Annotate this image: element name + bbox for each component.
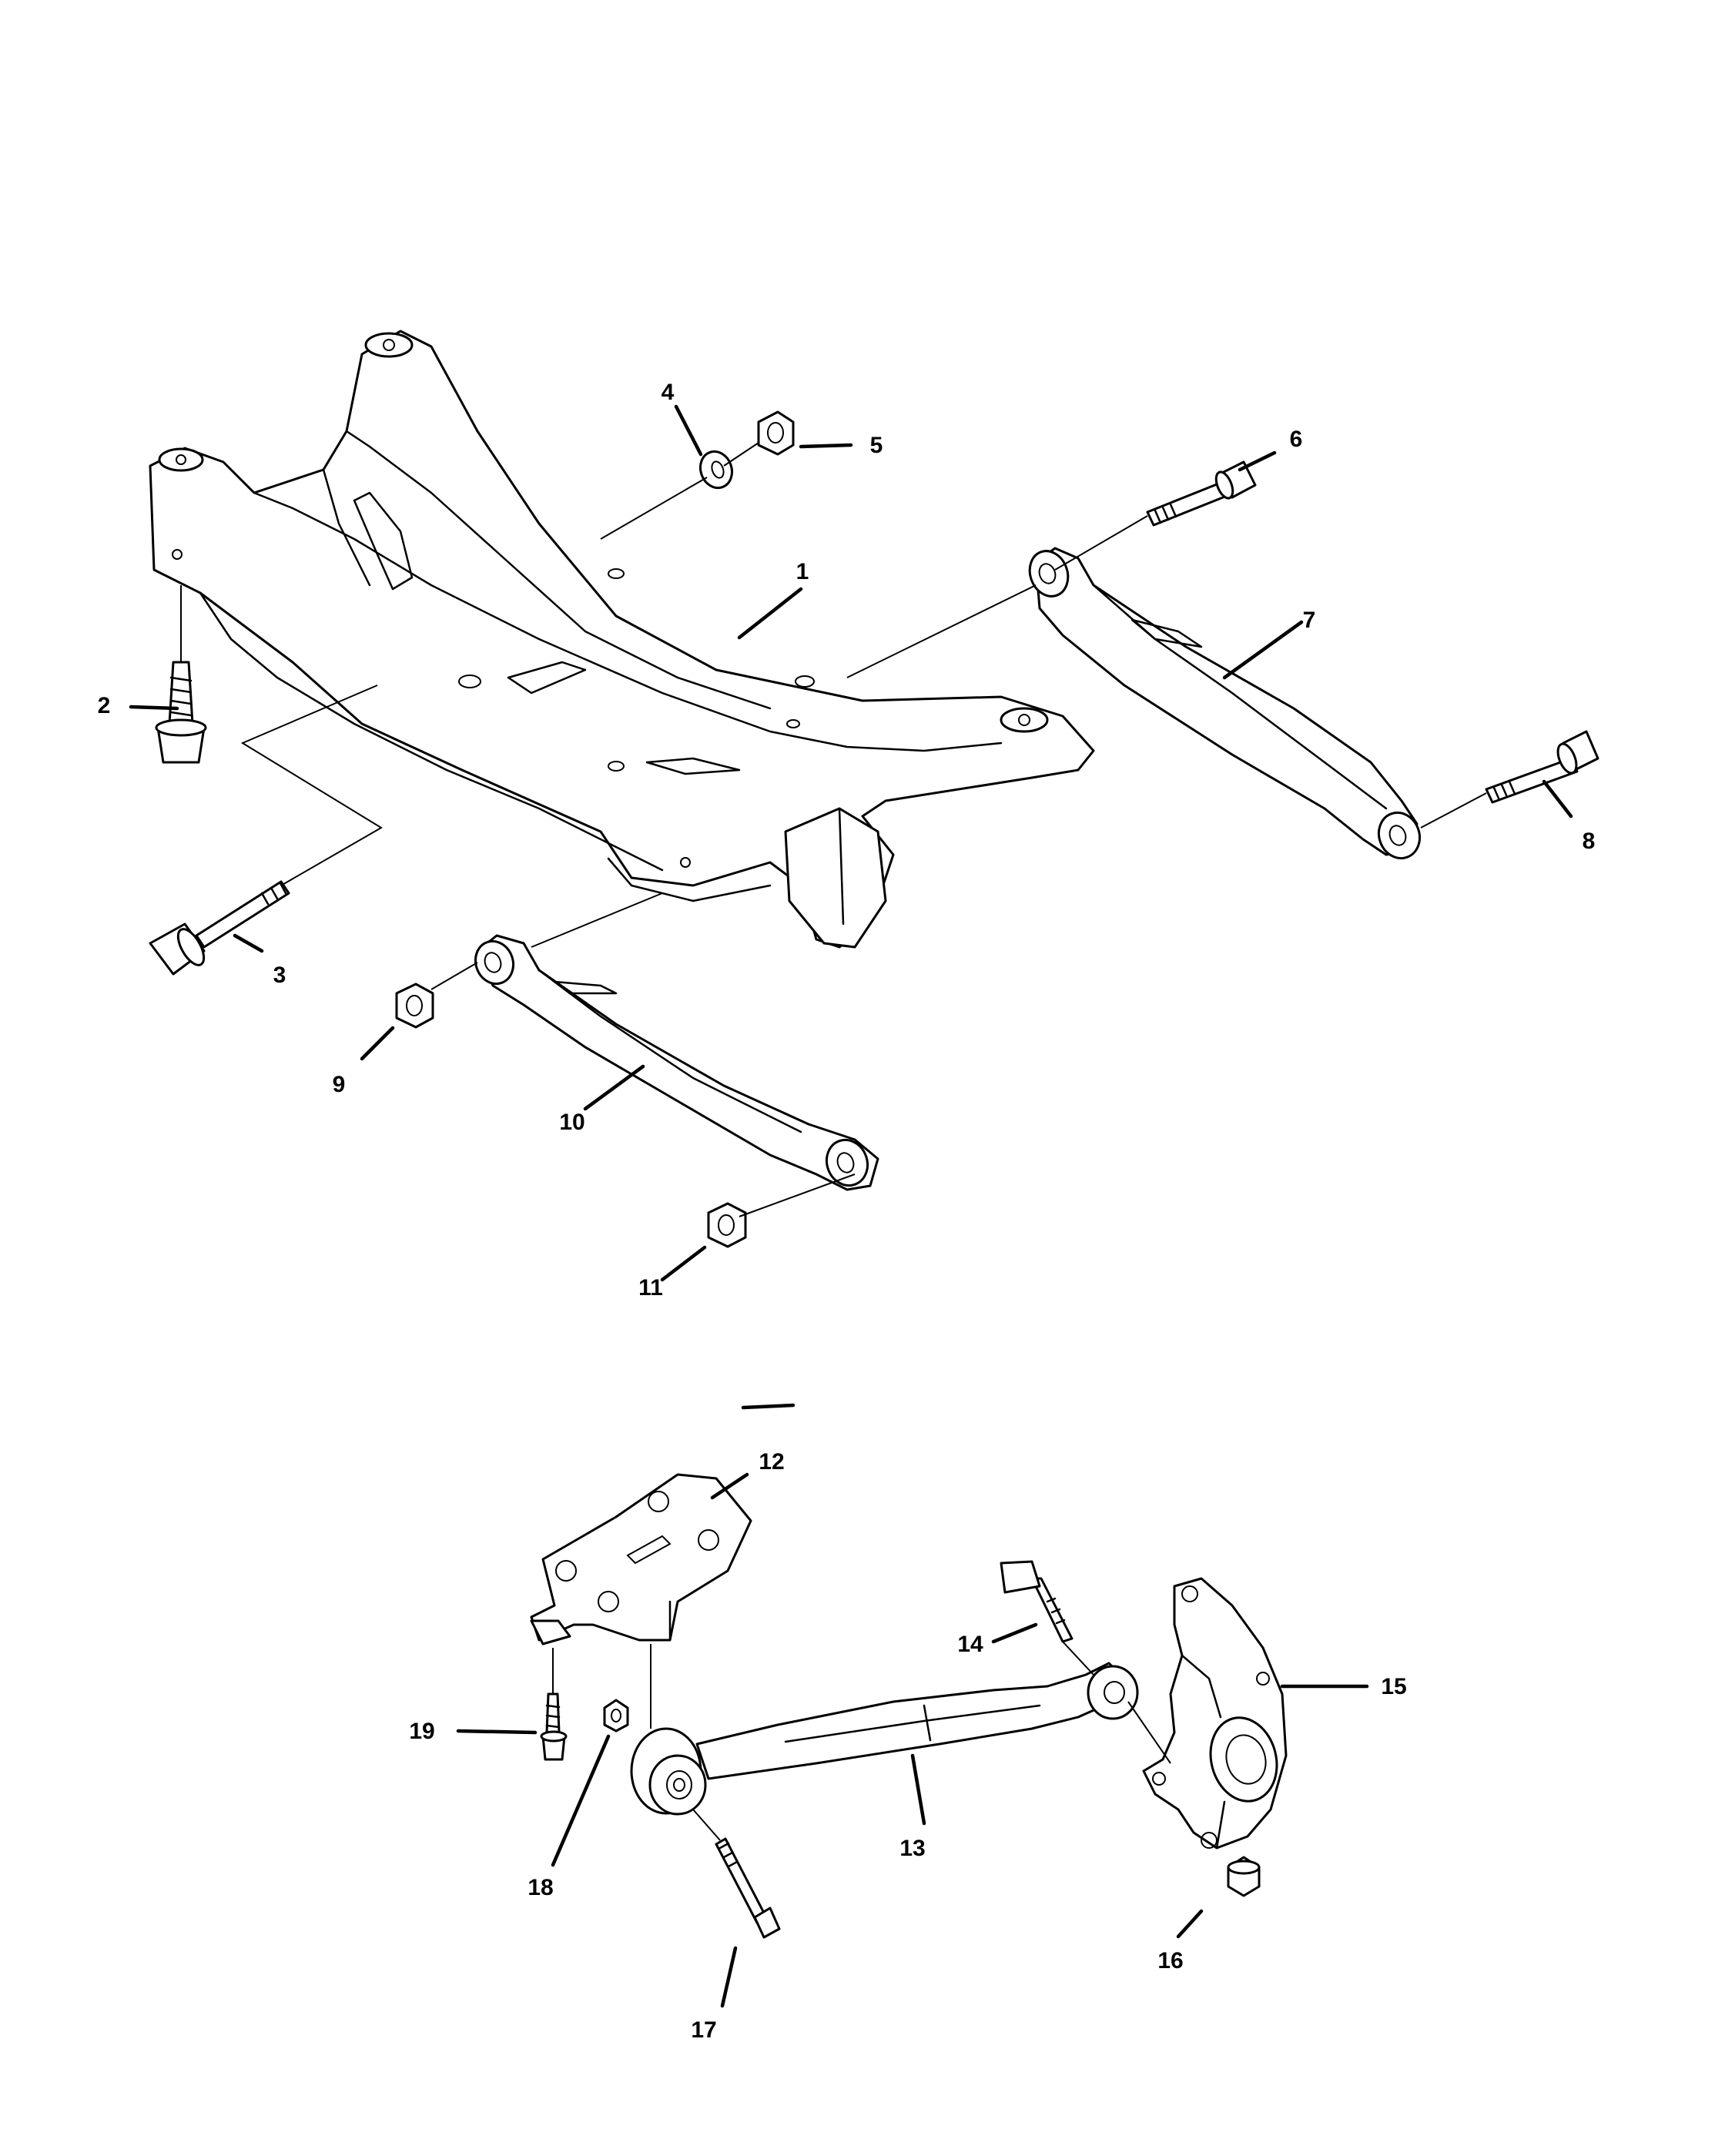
- callout-1: 1: [796, 559, 809, 584]
- callout-2: 2: [98, 693, 111, 718]
- bolt-part-17: [715, 1837, 781, 1939]
- callout-15: 15: [1381, 1674, 1406, 1699]
- bolt-part-3: [149, 880, 290, 976]
- nut-part-9: [395, 983, 434, 1029]
- knuckle-part-15: [1142, 1577, 1288, 1850]
- nut-part-5: [757, 410, 795, 456]
- callout-14: 14: [957, 1632, 983, 1657]
- callout-11: 11: [638, 1275, 663, 1301]
- callout-16: 16: [1157, 1948, 1183, 1974]
- callout-6: 6: [1290, 427, 1303, 452]
- bolt-part-19: [540, 1692, 568, 1761]
- callout-19: 19: [409, 1719, 434, 1744]
- bracket-plate-part-12: [530, 1473, 752, 1645]
- link-arm-part-10: [474, 934, 879, 1191]
- callout-18: 18: [528, 1875, 553, 1900]
- bolt-part-8: [1485, 730, 1599, 804]
- callout-8: 8: [1583, 829, 1596, 854]
- assembly-lines: [180, 442, 1487, 1841]
- nut-part-16: [1227, 1856, 1261, 1897]
- trailing-arm-part-13: [630, 1662, 1139, 1816]
- bolt-part-2: [155, 661, 207, 764]
- callout-3: 3: [273, 962, 286, 988]
- callout-13: 13: [899, 1836, 925, 1861]
- callout-5: 5: [870, 433, 883, 458]
- callout-labels: 1 2 3 4 5 6 7 8 9 10 11 12 13 14 15 16 1…: [98, 380, 1596, 2043]
- callout-12: 12: [759, 1449, 784, 1475]
- callout-9: 9: [333, 1072, 346, 1097]
- nut-part-11: [707, 1202, 747, 1248]
- callout-17: 17: [691, 2017, 716, 2043]
- callout-10: 10: [559, 1110, 584, 1135]
- nut-part-18: [603, 1699, 629, 1732]
- crossmember-part-1: [149, 330, 1095, 949]
- leader-lines: [129, 404, 1573, 2008]
- washer-part-4: [698, 450, 734, 490]
- callout-4: 4: [662, 380, 675, 405]
- bolt-part-6: [1146, 460, 1257, 527]
- bolt-part-14: [1000, 1560, 1074, 1643]
- link-arm-part-7: [1028, 547, 1421, 860]
- callout-7: 7: [1303, 608, 1316, 633]
